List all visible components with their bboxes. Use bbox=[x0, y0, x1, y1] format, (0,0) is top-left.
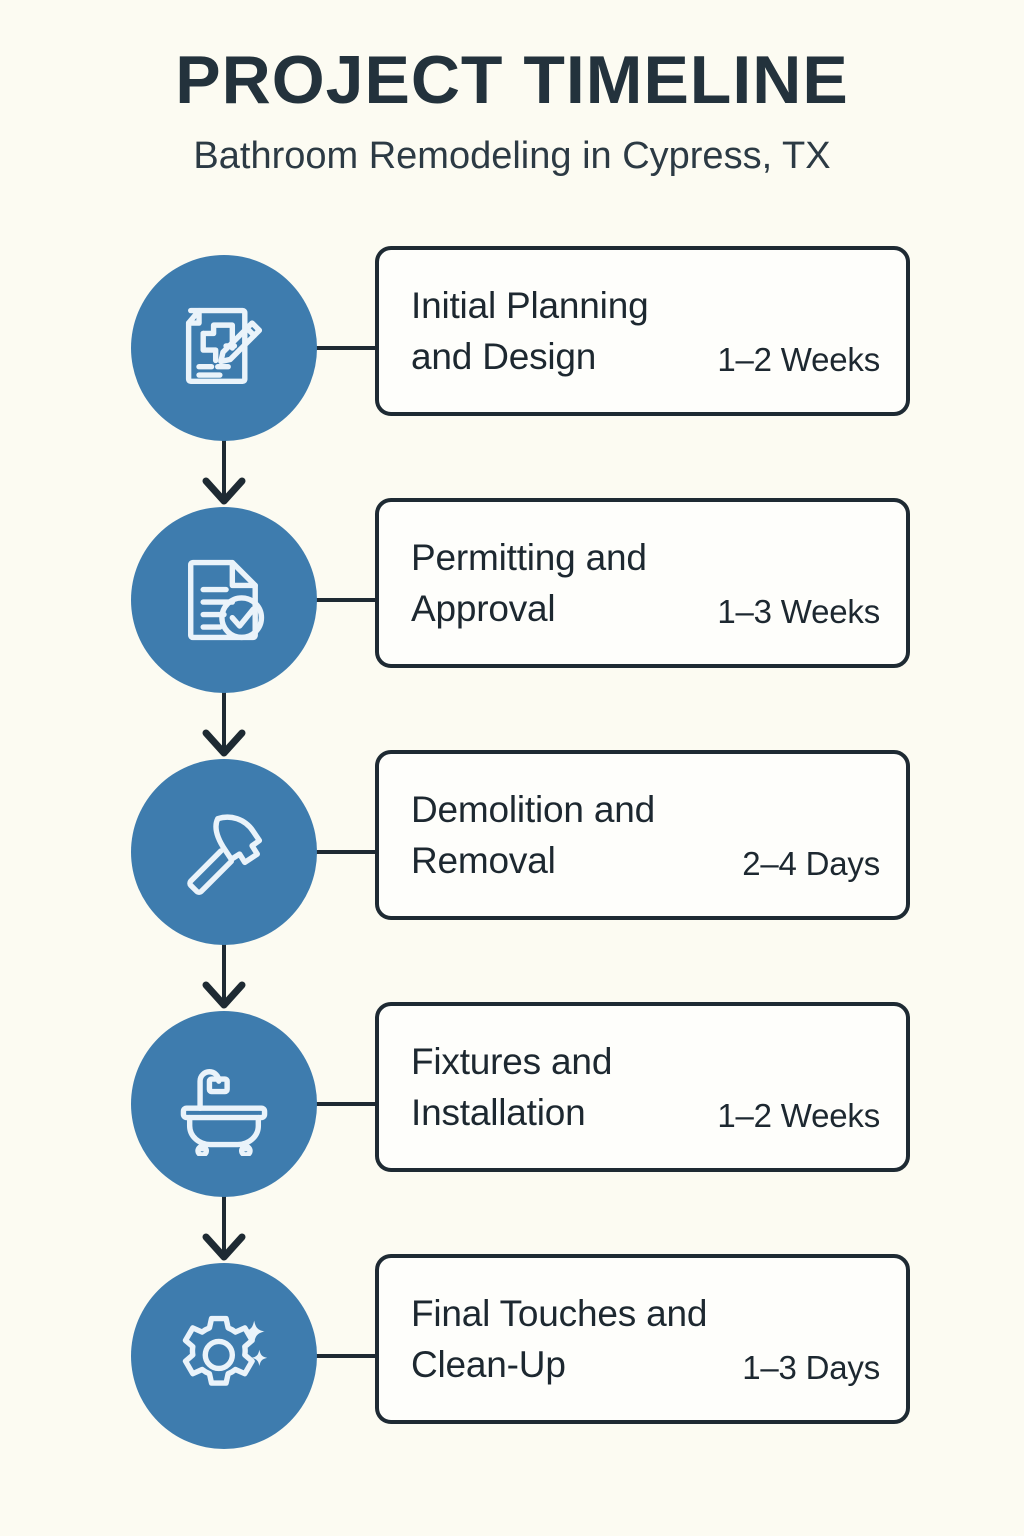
node-card-connector bbox=[308, 598, 380, 602]
step-card-3[interactable]: Demolition and Removal 2–4 Days bbox=[375, 750, 910, 920]
blueprint-pencil-icon bbox=[185, 307, 263, 384]
timeline-step: Fixtures and Installation 1–2 Weeks bbox=[0, 1002, 1024, 1263]
step-arrow bbox=[202, 939, 246, 1015]
node-card-connector bbox=[308, 1102, 380, 1106]
page-subtitle: Bathroom Remodeling in Cypress, TX bbox=[193, 135, 831, 177]
step-arrow bbox=[202, 435, 246, 511]
step-arrow bbox=[202, 1191, 246, 1267]
timeline-step: Initial Planning and Design 1–2 Weeks bbox=[0, 246, 1024, 507]
node-card-connector bbox=[308, 346, 380, 350]
header: PROJECT TIMELINE Bathroom Remodeling in … bbox=[0, 0, 1024, 178]
arrow-down-icon bbox=[202, 981, 246, 1009]
step-label: Final Touches and Clean-Up bbox=[411, 1292, 708, 1385]
step-node-4[interactable] bbox=[131, 1011, 317, 1197]
timeline-step: Permitting and Approval 1–3 Weeks bbox=[0, 498, 1024, 759]
arrow-down-icon bbox=[202, 477, 246, 505]
step-node-2[interactable] bbox=[131, 507, 317, 693]
arrow-down-icon bbox=[202, 1233, 246, 1261]
timeline: Initial Planning and Design 1–2 Weeks bbox=[0, 246, 1024, 1453]
bathtub-shower-icon bbox=[180, 1069, 268, 1156]
step-node-1[interactable] bbox=[131, 255, 317, 441]
step-label: Initial Planning and Design bbox=[411, 284, 649, 377]
step-duration: 1–3 Weeks bbox=[717, 593, 880, 631]
step-card-2[interactable]: Permitting and Approval 1–3 Weeks bbox=[375, 498, 910, 668]
step-card-1[interactable]: Initial Planning and Design 1–2 Weeks bbox=[375, 246, 910, 416]
step-duration: 2–4 Days bbox=[742, 845, 880, 883]
step-label: Demolition and Removal bbox=[411, 788, 656, 881]
page-title: PROJECT TIMELINE bbox=[175, 42, 849, 118]
step-duration: 1–2 Weeks bbox=[717, 1097, 880, 1135]
hammer-icon bbox=[187, 814, 263, 895]
arrow-down-icon bbox=[202, 729, 246, 757]
timeline-step: Final Touches and Clean-Up 1–3 Days bbox=[0, 1254, 1024, 1453]
step-label: Fixtures and Installation bbox=[411, 1040, 613, 1133]
node-card-connector bbox=[308, 1354, 380, 1358]
step-node-3[interactable] bbox=[131, 759, 317, 945]
step-card-4[interactable]: Fixtures and Installation 1–2 Weeks bbox=[375, 1002, 910, 1172]
step-arrow bbox=[202, 687, 246, 763]
step-duration: 1–2 Weeks bbox=[717, 341, 880, 379]
gear-sparkle-icon bbox=[182, 1315, 268, 1386]
step-label: Permitting and Approval bbox=[411, 536, 647, 629]
node-card-connector bbox=[308, 850, 380, 854]
document-check-icon bbox=[188, 559, 265, 641]
step-node-5[interactable] bbox=[131, 1263, 317, 1449]
step-card-5[interactable]: Final Touches and Clean-Up 1–3 Days bbox=[375, 1254, 910, 1424]
step-duration: 1–3 Days bbox=[742, 1349, 880, 1387]
timeline-step: Demolition and Removal 2–4 Days bbox=[0, 750, 1024, 1011]
